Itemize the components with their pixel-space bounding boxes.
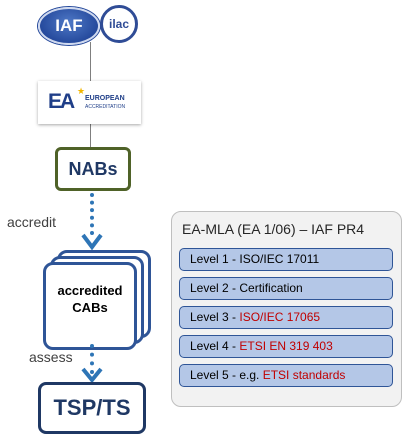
- level-prefix: Level 3 -: [190, 310, 240, 324]
- mla-title: EA-MLA (EA 1/06) – IAF PR4: [182, 221, 365, 237]
- level-value: ETSI EN 319 403: [239, 339, 333, 353]
- ea-mla-panel: EA-MLA (EA 1/06) – IAF PR4 Level 1 - ISO…: [171, 211, 402, 407]
- ea-mark: EA: [48, 90, 75, 113]
- ea-logo: EA ★ EUROPEAN ACCREDITATION: [38, 81, 141, 124]
- level-5: Level 5 - e.g. ETSI standards: [179, 364, 393, 387]
- cabs-node-label: accredited CABs: [43, 282, 137, 316]
- level-prefix: Level 2 -: [190, 281, 240, 295]
- level-1: Level 1 - ISO/IEC 17011: [179, 248, 393, 271]
- level-2: Level 2 - Certification: [179, 277, 393, 300]
- ea-wordmark-line2: ACCREDITATION: [85, 104, 126, 110]
- accredit-label: accredit: [7, 214, 57, 230]
- assess-arrow-shaft: [90, 344, 94, 374]
- cabs-label-line2: CABs: [72, 300, 108, 315]
- tsp-node: TSP/TS: [38, 382, 146, 434]
- level-value: ISO/IEC 17065: [239, 310, 321, 324]
- accredit-arrow-head: [81, 233, 103, 251]
- connector-line: [90, 42, 91, 82]
- connector-line: [90, 124, 91, 148]
- star-icon: ★: [77, 86, 86, 96]
- level-prefix: Level 1 -: [190, 252, 240, 266]
- level-prefix: Level 4 -: [190, 339, 240, 353]
- ilac-logo: ilac: [100, 5, 138, 43]
- level-value: Certification: [239, 281, 303, 295]
- level-value: ETSI standards: [262, 368, 346, 382]
- assess-label: assess: [29, 349, 73, 365]
- iaf-logo: IAF: [38, 7, 100, 45]
- level-value: ISO/IEC 17011: [239, 252, 320, 266]
- level-4: Level 4 - ETSI EN 319 403: [179, 335, 393, 358]
- accredit-arrow-shaft: [90, 193, 94, 235]
- ea-wordmark-line1: EUROPEAN: [85, 95, 125, 102]
- cabs-label-line1: accredited: [57, 283, 123, 298]
- level-prefix: Level 5 - e.g.: [190, 368, 263, 382]
- nabs-node: NABs: [55, 147, 131, 191]
- assess-arrow-head: [81, 367, 103, 384]
- level-3: Level 3 - ISO/IEC 17065: [179, 306, 393, 329]
